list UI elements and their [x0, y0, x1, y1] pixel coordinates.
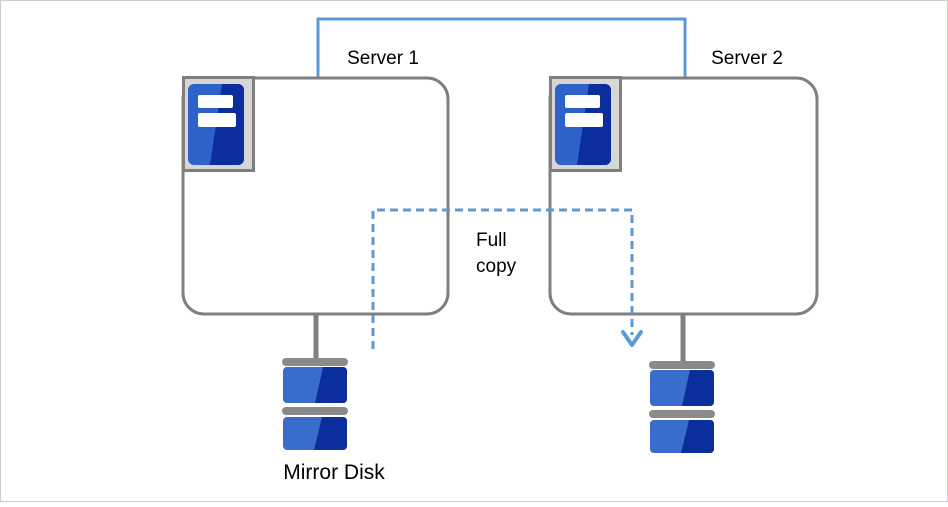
disk-stack-icon — [282, 358, 348, 450]
server2-label: Server 2 — [711, 48, 783, 69]
server-interconnect-line — [316, 17, 687, 78]
full-copy-label-line1: Full — [476, 230, 507, 251]
server-tower-icon — [182, 76, 255, 172]
server-tower-icon — [549, 76, 622, 172]
full-copy-path — [371, 208, 634, 349]
full-copy-label-line2: copy — [476, 256, 517, 277]
arrow-down-icon — [621, 330, 643, 347]
server1-label: Server 1 — [347, 48, 419, 69]
disk-stack-icon — [649, 361, 715, 453]
mirror-disk-label: Mirror Disk — [283, 461, 385, 484]
